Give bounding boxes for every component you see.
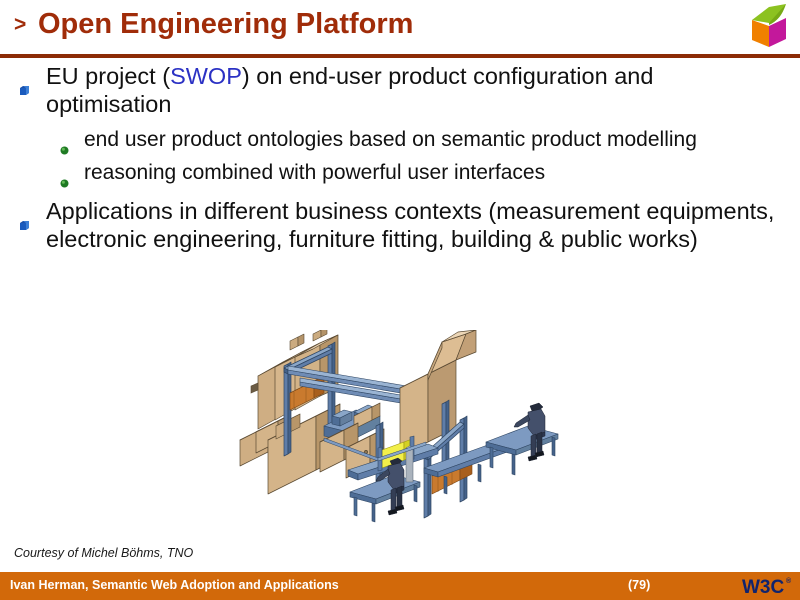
bullet-text-pre: EU project (	[46, 63, 171, 89]
bullet-text: reasoning combined with powerful user in…	[84, 161, 546, 185]
spacer	[0, 188, 800, 197]
courtesy-note: Courtesy of Michel Böhms, TNO	[14, 546, 194, 560]
bullet-text-post: ) on end-user product configuration and …	[46, 63, 654, 118]
svg-text:®: ®	[786, 577, 792, 585]
slide-header: > Open Engineering Platform	[0, 0, 800, 52]
bullet-text: end user product ontologies based on sem…	[84, 127, 697, 151]
page-title: Open Engineering Platform	[38, 8, 414, 40]
green-dot-bullet-icon	[60, 136, 69, 155]
footer-page-number: (79)	[628, 578, 651, 592]
bullet-level2: end user product ontologies based on sem…	[0, 127, 800, 155]
w3c-cube-logo-icon	[746, 2, 792, 50]
bullet-level1: Applications in different business conte…	[0, 197, 800, 254]
bullet-level1: EU project (SWOP) on end-user product co…	[0, 62, 800, 119]
title-divider	[0, 54, 800, 58]
w3c-wordmark-icon: W3C ®	[740, 574, 796, 598]
footer-title: Ivan Herman, Semantic Web Adoption and A…	[10, 578, 339, 592]
swop-link[interactable]: SWOP	[170, 63, 242, 89]
title-caret-icon: >	[14, 13, 27, 36]
bullet-text: Applications in different business conte…	[46, 197, 775, 253]
bullet-level2: reasoning combined with powerful user in…	[0, 160, 800, 188]
svg-text:W3C: W3C	[742, 577, 785, 598]
slide-body: EU project (SWOP) on end-user product co…	[0, 62, 800, 256]
blue-cube-bullet-icon	[20, 73, 29, 95]
blue-cube-bullet-icon	[20, 208, 29, 230]
bullet-text: EU project (SWOP) on end-user product co…	[46, 63, 653, 117]
isometric-production-line-diagram	[228, 327, 598, 535]
slide-footer: Ivan Herman, Semantic Web Adoption and A…	[0, 572, 800, 600]
green-dot-bullet-icon	[60, 169, 69, 188]
